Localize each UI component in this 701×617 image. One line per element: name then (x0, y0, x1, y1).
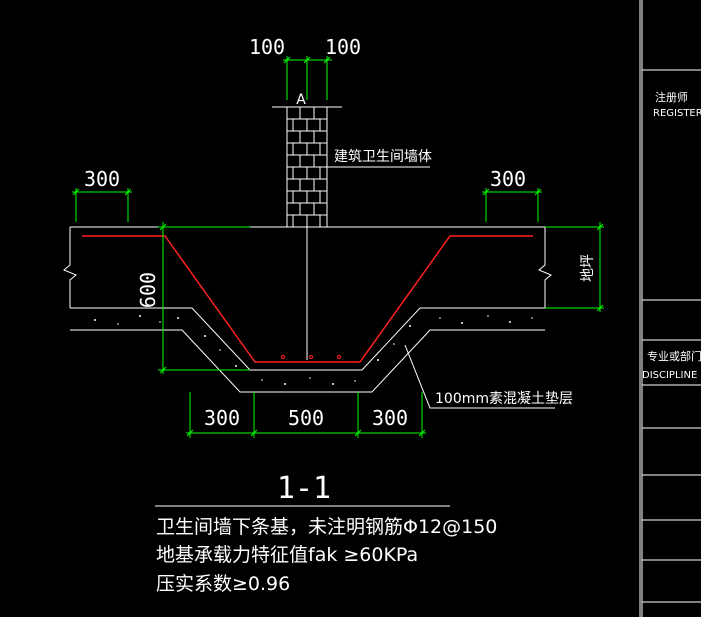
ground-outline (63, 226, 552, 308)
dimension-lines (72, 56, 604, 438)
dim-bottom-right: 300 (372, 406, 408, 430)
wall-top-mark: A (296, 92, 306, 108)
concrete-speckles (94, 315, 533, 385)
discipline-en-label: DISCIPLINE OR (642, 370, 701, 381)
dim-top-left: 300 (84, 167, 120, 191)
discipline-cn-label: 专业或部门 (647, 349, 701, 363)
title-block (639, 0, 701, 617)
dim-wall-right: 100 (325, 35, 361, 59)
wall-label: 建筑卫生间墙体 (334, 149, 432, 165)
registered-en-label: REGISTERED (653, 108, 701, 119)
dim-top-right: 300 (490, 167, 526, 191)
dim-bottom-middle: 500 (288, 406, 324, 430)
section-title: 1-1 (277, 471, 331, 506)
note-line-2: 地基承载力特征值fak ≥60KPa (156, 544, 418, 566)
registered-cn-label: 注册师 (655, 90, 688, 104)
dim-wall-left: 100 (249, 35, 285, 59)
note-line-3: 压实系数≥0.96 (156, 573, 290, 595)
dim-elevation-mark: 地坪 (580, 254, 596, 282)
dim-depth: 600 (136, 272, 160, 308)
brick-wall (272, 106, 342, 228)
dim-bottom-left: 300 (204, 406, 240, 430)
concrete-label-leader (404, 344, 555, 409)
concrete-label: 100mm素混凝土垫层 (435, 391, 573, 407)
rebar-dots (281, 355, 341, 359)
rebar-line (82, 235, 533, 363)
note-line-1: 卫生间墙下条基，未注明钢筋Φ12@150 (156, 516, 497, 538)
